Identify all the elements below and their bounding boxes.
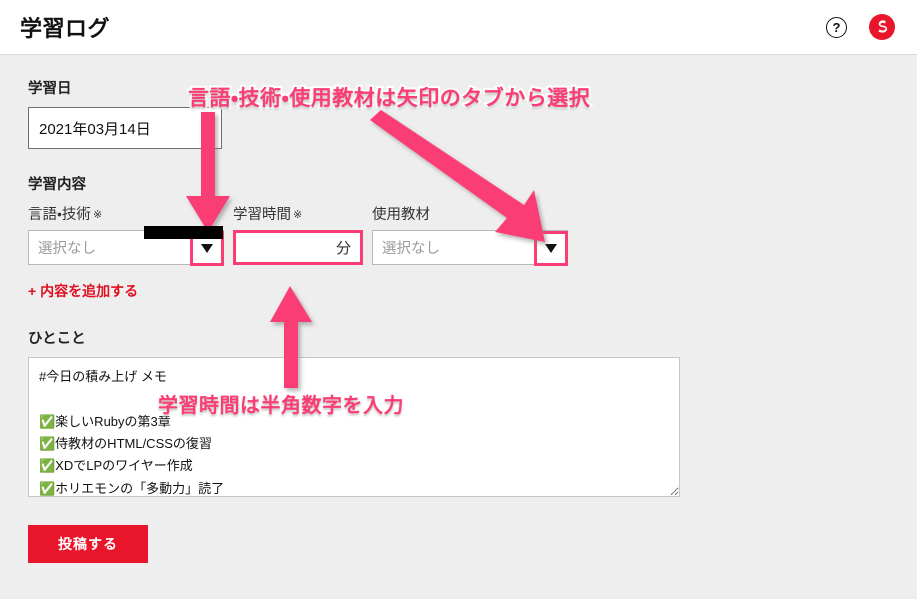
study-time-required-mark: ※ — [293, 209, 303, 221]
language-required-mark: ※ — [92, 209, 103, 221]
study-time-field: 学習時間※ 分 — [233, 203, 363, 265]
memo-textarea[interactable]: #今日の積み上げ メモ ✅楽しいRubyの第3章 ✅侍教材のHTML/CSSの復… — [28, 357, 680, 497]
submit-button[interactable]: 投稿する — [28, 525, 148, 563]
material-select-placeholder: 選択なし — [382, 241, 440, 257]
study-date-label: 学習日 — [28, 81, 72, 97]
language-select[interactable]: 選択なし — [28, 230, 224, 266]
study-log-form: 学習日 学習内容 言語・技術※ 選択なし 学習時間※ — [0, 55, 917, 563]
language-select-placeholder: 選択なし — [38, 241, 96, 257]
language-label: 言語・技術※ — [28, 203, 224, 224]
material-select-caret-box[interactable] — [534, 231, 568, 266]
study-time-input-wrapper[interactable]: 分 — [233, 230, 363, 265]
spacer — [28, 149, 917, 173]
page-title: 学習ログ — [20, 16, 111, 41]
add-content-link[interactable]: + 内容を追加する — [28, 283, 139, 299]
memo-label: ひとこと — [28, 331, 86, 347]
material-field: 使用教材 選択なし — [372, 203, 568, 266]
material-select[interactable]: 選択なし — [372, 230, 568, 266]
study-time-label-text: 学習時間 — [233, 207, 291, 223]
study-content-row: 言語・技術※ 選択なし 学習時間※ 分 使用教材 — [28, 203, 917, 266]
brand-logo-icon[interactable] — [869, 14, 895, 40]
help-icon[interactable]: ? — [826, 16, 847, 38]
study-time-input[interactable] — [236, 233, 336, 262]
study-content-label: 学習内容 — [28, 177, 86, 193]
material-label: 使用教材 — [372, 203, 568, 224]
material-label-text: 使用教材 — [372, 207, 430, 223]
app-header: 学習ログ ? — [0, 0, 917, 55]
language-label-text: 言語・技術 — [28, 207, 91, 223]
language-select-caret-box[interactable] — [190, 231, 224, 266]
page-body: 学習日 学習内容 言語・技術※ 選択なし 学習時間※ — [0, 55, 917, 563]
study-date-input[interactable] — [28, 107, 222, 149]
study-time-label: 学習時間※ — [233, 203, 363, 224]
language-field: 言語・技術※ 選択なし — [28, 203, 224, 266]
header-actions: ? — [826, 14, 895, 40]
chevron-down-icon — [201, 244, 213, 253]
chevron-down-icon — [545, 244, 557, 253]
study-time-unit: 分 — [335, 240, 351, 257]
